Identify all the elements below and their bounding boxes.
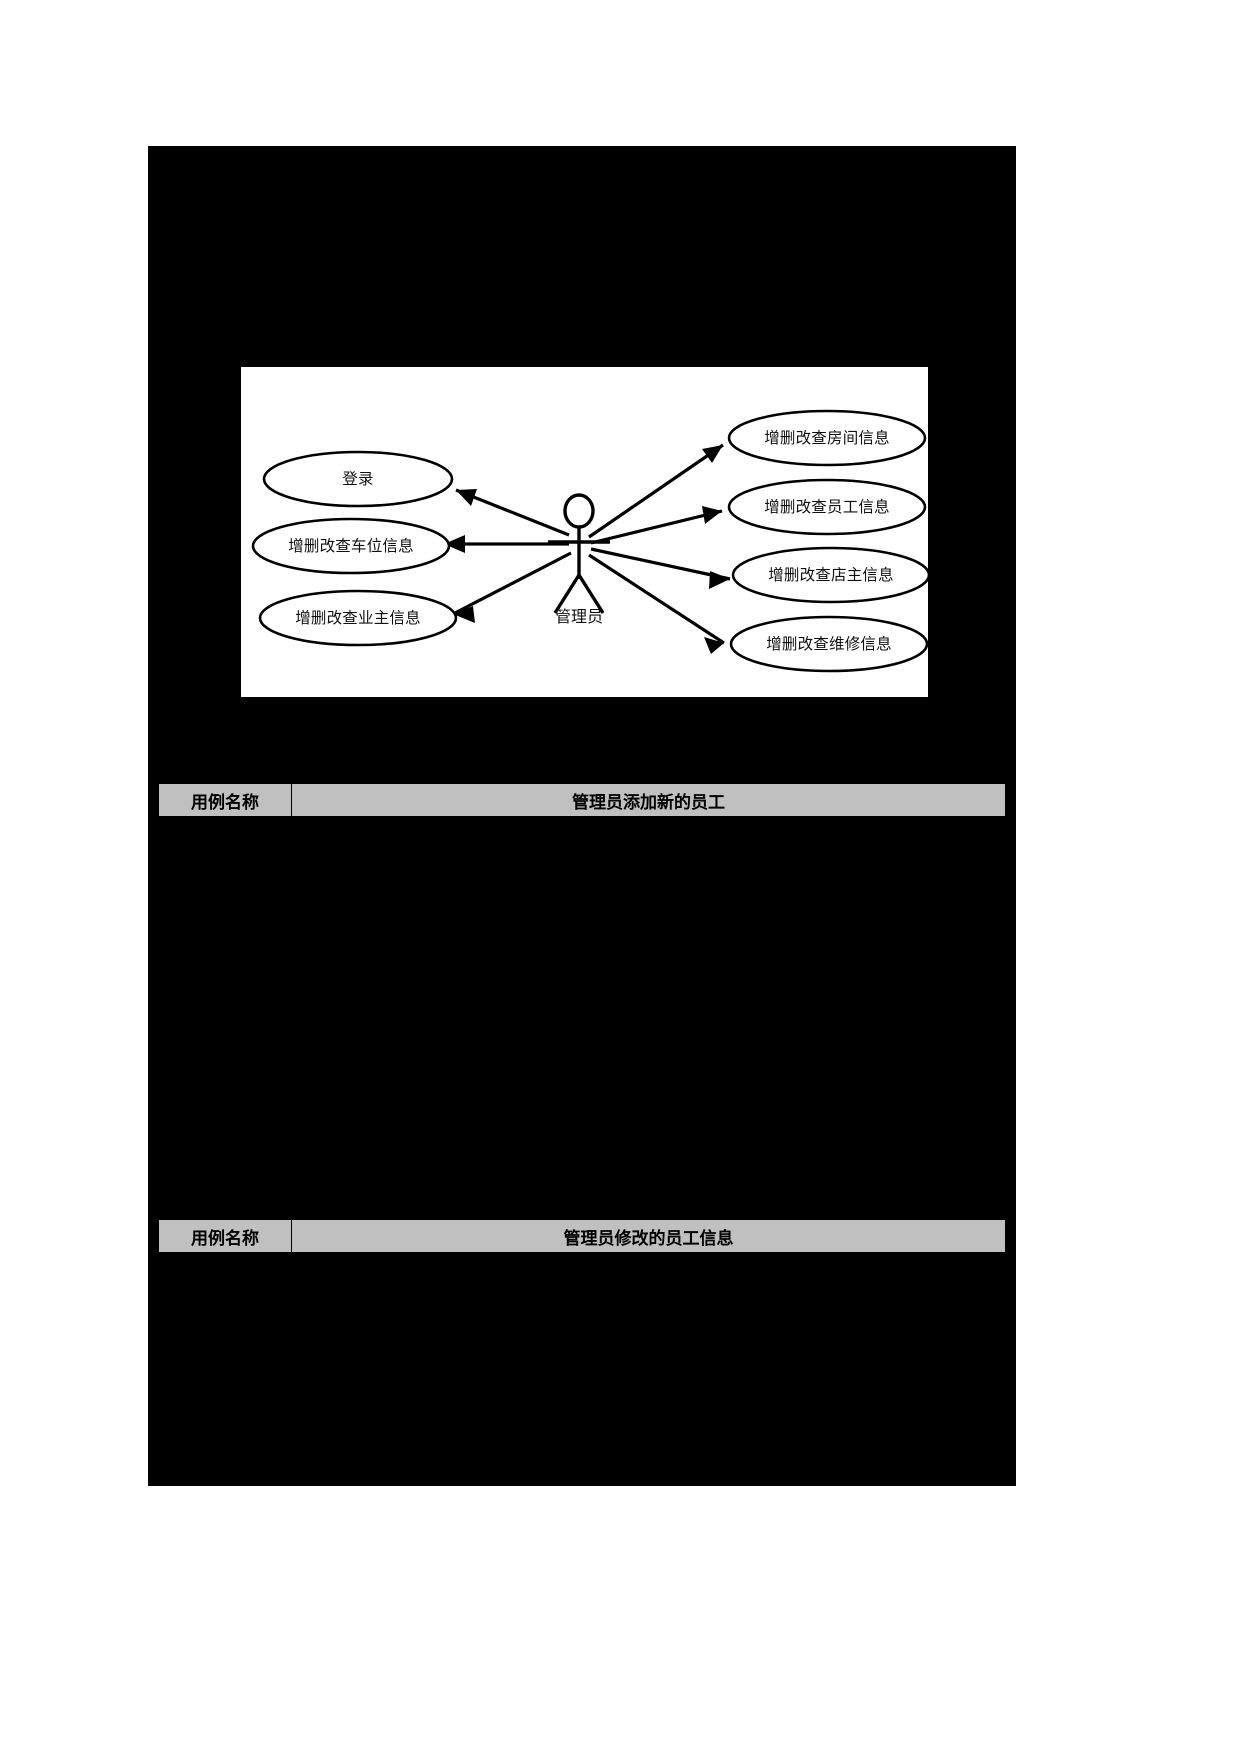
use-case-owner-info[interactable]: 增删改查业主信息 [258, 589, 458, 647]
association-lines [444, 443, 731, 654]
use-case-login-label: 登录 [342, 470, 373, 488]
use-case-name-header-1: 用例名称 [159, 784, 292, 816]
arrowhead-employee [702, 506, 722, 524]
arrowhead-room [702, 445, 723, 463]
use-case-employee-info[interactable]: 增删改查员工信息 [727, 478, 927, 536]
assoc-line-login [455, 488, 570, 537]
use-case-shopowner-info[interactable]: 增删改查店主信息 [731, 546, 928, 604]
assoc-line-repair [588, 553, 725, 645]
use-case-repair-info-label: 增删改查维修信息 [766, 635, 892, 653]
use-case-name-value-2: 管理员修改的员工信息 [563, 1228, 734, 1248]
use-case-parking-info[interactable]: 增删改查车位信息 [251, 517, 451, 575]
use-case-diagram-svg: 管理员 登录 增删改查车位信息 增删改查业主信息 增删改查房间信息 增删改查员工… [251, 409, 928, 673]
use-case-login[interactable]: 登录 [262, 450, 454, 508]
use-case-room-info-label: 增删改查房间信息 [764, 429, 890, 447]
use-case-owner-info-label: 增删改查业主信息 [295, 609, 421, 627]
use-case-parking-info-label: 增删改查车位信息 [288, 537, 414, 555]
assoc-line-room [588, 443, 724, 539]
use-case-name-value-1: 管理员添加新的员工 [572, 792, 725, 812]
use-case-repair-info[interactable]: 增删改查维修信息 [729, 615, 928, 673]
assoc-line-owner [452, 551, 572, 616]
use-case-table-row-1: 用例名称 管理员添加新的员工 [158, 783, 1006, 817]
arrowhead-owner [453, 606, 475, 623]
actor-label: 管理员 [555, 608, 603, 626]
assoc-line-employee [590, 509, 723, 545]
use-case-name-header-2: 用例名称 [159, 1220, 292, 1252]
arrowhead-login [456, 489, 477, 506]
arrowhead-repair [704, 637, 724, 654]
arrowhead-shopowner [709, 571, 730, 589]
use-case-shopowner-info-label: 增删改查店主信息 [768, 566, 894, 584]
actor-stick-figure-icon [548, 493, 610, 614]
use-case-table-row-2: 用例名称 管理员修改的员工信息 [158, 1219, 1006, 1253]
use-case-diagram-panel: 管理员 登录 增删改查车位信息 增删改查业主信息 增删改查房间信息 增删改查员工… [241, 367, 928, 697]
use-case-employee-info-label: 增删改查员工信息 [764, 498, 890, 516]
use-case-room-info[interactable]: 增删改查房间信息 [727, 409, 927, 467]
assoc-line-shopowner [590, 547, 731, 581]
arrowhead-parking [444, 535, 465, 553]
